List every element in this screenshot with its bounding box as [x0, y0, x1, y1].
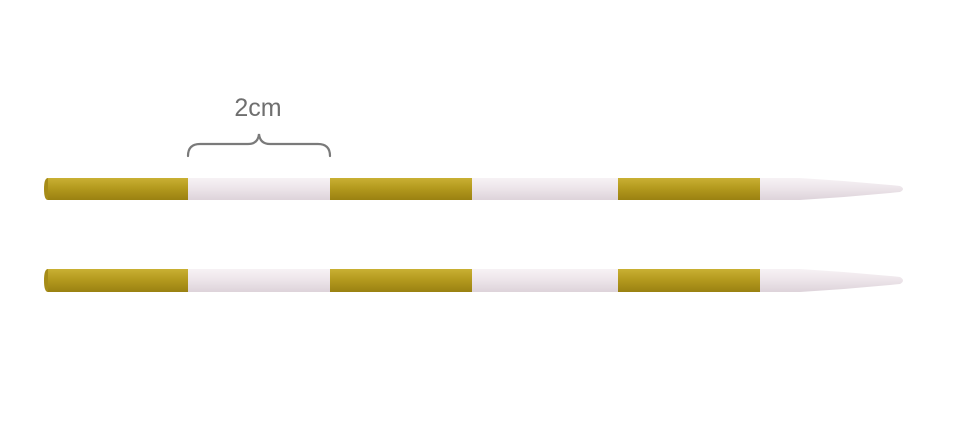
- needle-2-segment-4: [472, 269, 618, 292]
- needle-2-segment-3: [330, 269, 472, 292]
- needle-1: [44, 178, 903, 200]
- needle-1-segment-5: [618, 178, 760, 200]
- needle-1-tip: [760, 178, 903, 200]
- needle-2-tip: [760, 269, 903, 292]
- needle-1-end-cap: [44, 178, 48, 200]
- needle-2-segment-5: [618, 269, 760, 292]
- needle-1-segment-2: [188, 178, 330, 200]
- measurement-bracket: [186, 133, 332, 158]
- dimension-label: 2cm: [234, 94, 282, 122]
- needle-2-segment-2: [188, 269, 330, 292]
- needle-2-end-cap: [44, 269, 48, 292]
- needle-1-segment-3: [330, 178, 472, 200]
- needle-2-segment-1: [48, 269, 188, 292]
- needle-1-segment-4: [472, 178, 618, 200]
- needle-2: [44, 269, 903, 292]
- needle-1-segment-1: [48, 178, 188, 200]
